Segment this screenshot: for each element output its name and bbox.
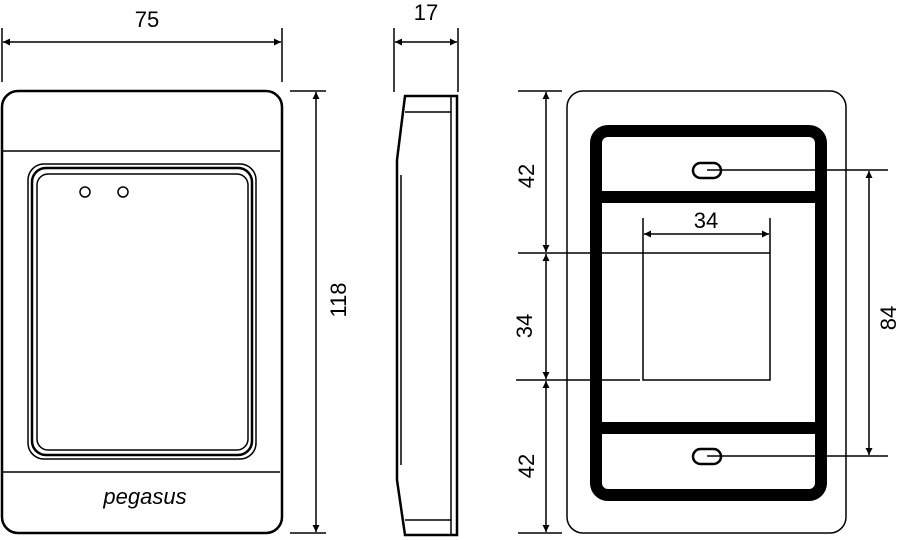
front-view: pegasus 75 118 <box>0 7 351 535</box>
hole-spacing-label: 84 <box>876 306 901 330</box>
mounting-frame <box>590 125 827 501</box>
front-outline <box>0 89 284 535</box>
rear-outline <box>566 90 847 534</box>
reader-window-inner <box>36 173 249 451</box>
depth-dimension-label: 17 <box>414 0 438 25</box>
side-view: 17 <box>393 0 459 537</box>
side-outline <box>395 94 459 537</box>
top-section-label: 42 <box>514 164 539 188</box>
cable-opening <box>642 252 771 381</box>
brand-logo: pegasus <box>102 484 186 509</box>
square-width-label: 34 <box>694 208 718 233</box>
middle-section-label: 34 <box>512 314 537 338</box>
bottom-section-label: 42 <box>514 454 539 478</box>
rear-view: 34 42 34 42 84 <box>512 90 901 534</box>
reader-window-mid <box>30 166 254 457</box>
height-dimension-label: 118 <box>326 282 351 317</box>
reader-window-outer <box>27 163 257 460</box>
led-indicator-icon <box>79 186 91 198</box>
led-indicator-icon <box>117 186 129 198</box>
width-dimension-label: 75 <box>135 7 159 32</box>
